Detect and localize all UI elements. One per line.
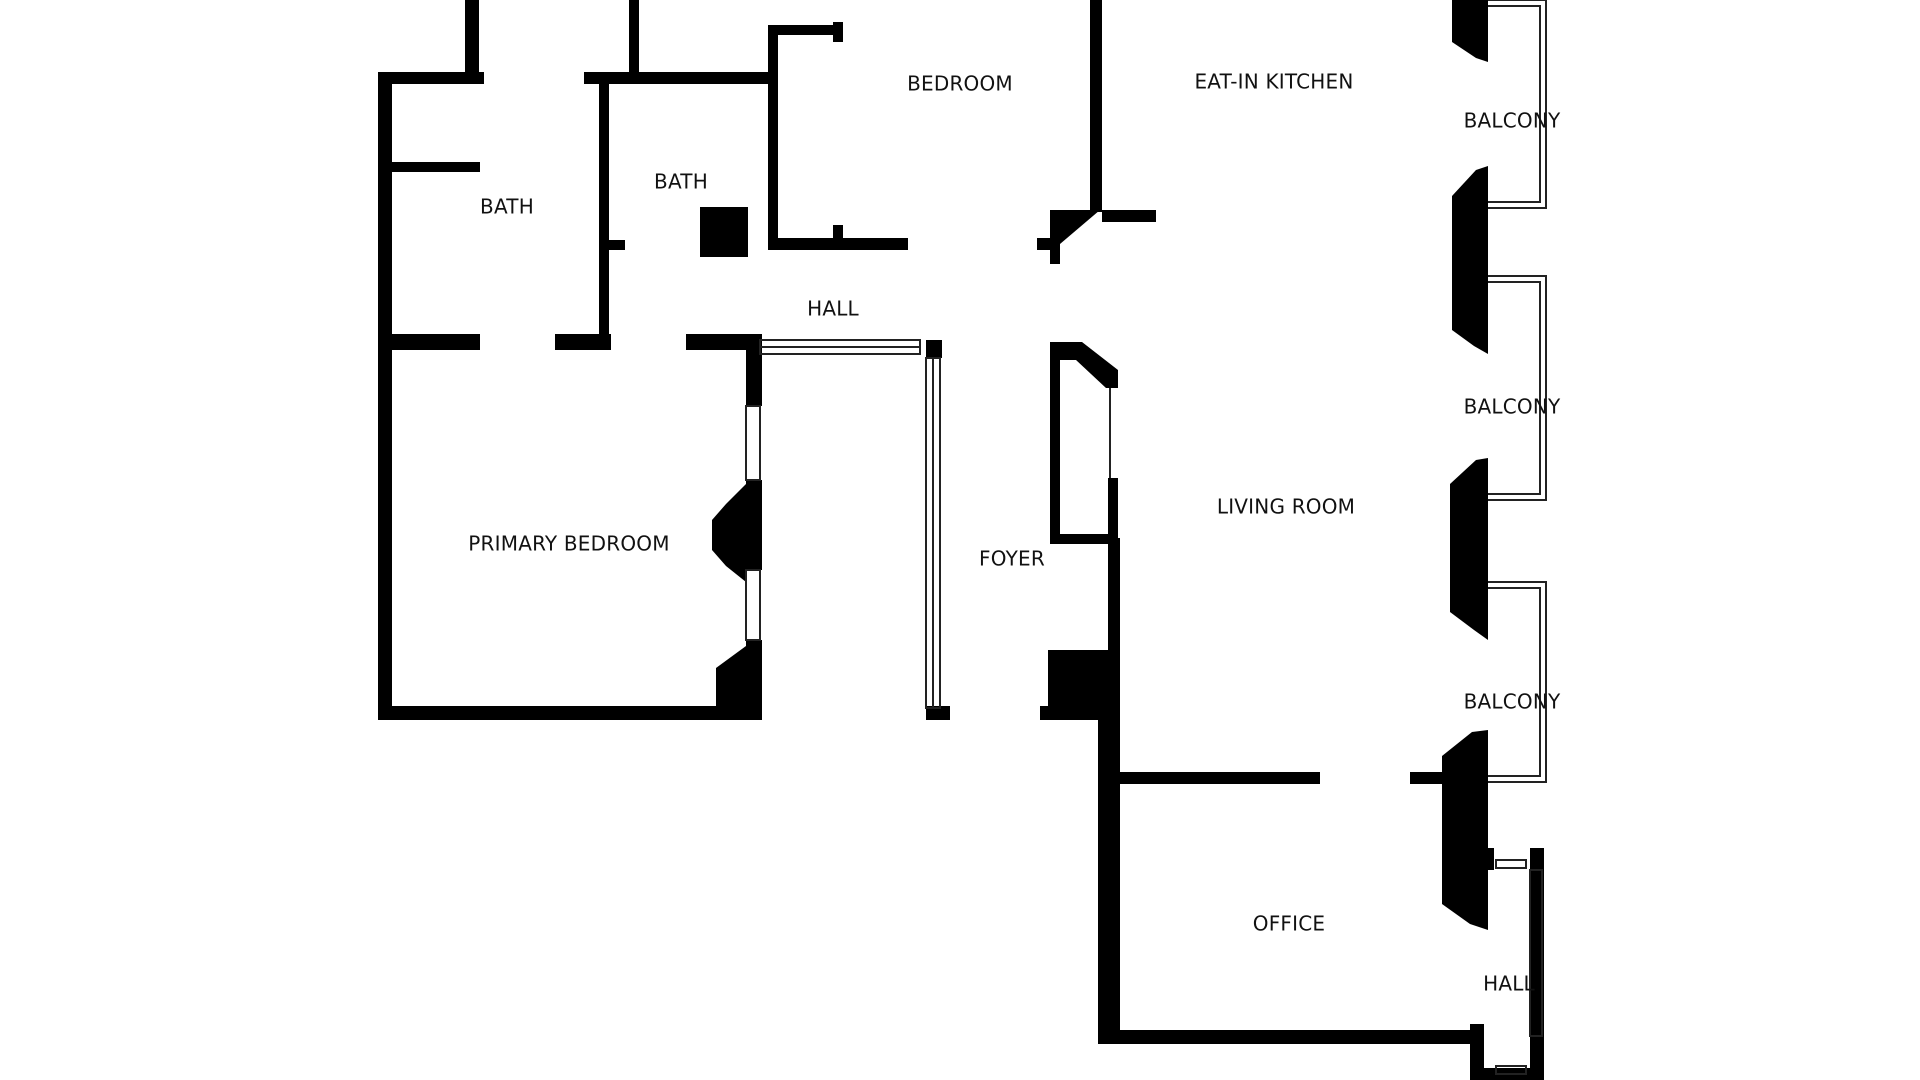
room-label-hall-small: HALL <box>1483 972 1535 996</box>
room-label-foyer: FOYER <box>979 547 1045 571</box>
windows <box>745 339 1543 1075</box>
room-label-balcony-2: BALCONY <box>1464 395 1561 419</box>
room-label-bedroom: BEDROOM <box>907 72 1013 96</box>
room-label-bath-right: BATH <box>654 170 708 194</box>
walls <box>378 0 1544 1080</box>
room-label-hall-main: HALL <box>807 297 859 321</box>
room-label-living-room: LIVING ROOM <box>1217 495 1355 519</box>
balcony-outlines <box>1488 0 1547 783</box>
room-label-eat-in-kitchen: EAT-IN KITCHEN <box>1194 70 1353 94</box>
room-label-balcony-1: BALCONY <box>1464 109 1561 133</box>
room-labels: BEDROOM EAT-IN KITCHEN BALCONY BATH BATH… <box>468 70 1561 996</box>
room-label-office: OFFICE <box>1253 912 1325 936</box>
room-label-primary-bedroom: PRIMARY BEDROOM <box>468 532 669 556</box>
room-label-balcony-3: BALCONY <box>1464 690 1561 714</box>
room-label-bath-left: BATH <box>480 195 534 219</box>
